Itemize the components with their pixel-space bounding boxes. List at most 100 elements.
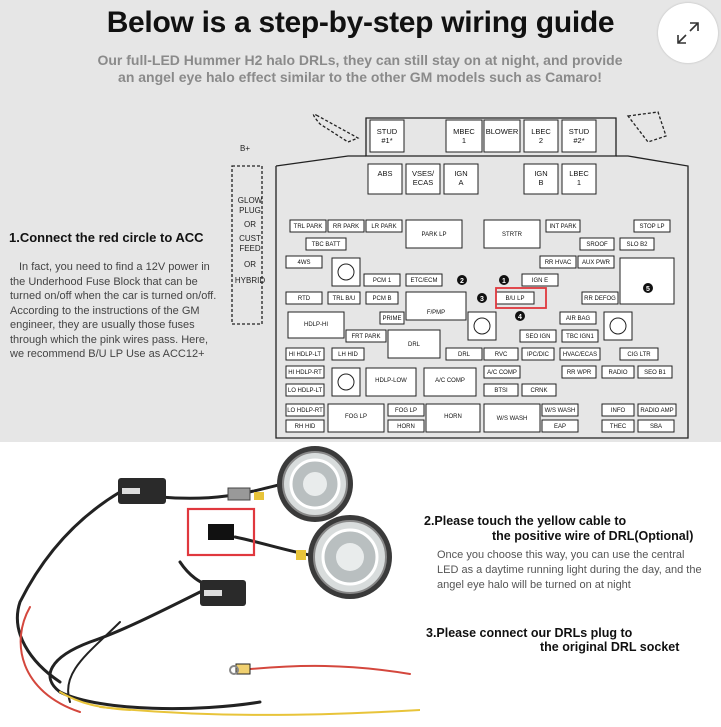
step1-title: 1.Connect the red circle to ACC xyxy=(9,230,204,245)
svg-text:AIR BAG: AIR BAG xyxy=(566,316,591,322)
svg-text:RR DEFOG: RR DEFOG xyxy=(584,296,616,302)
svg-text:DRL: DRL xyxy=(408,342,421,348)
svg-text:SLO B2: SLO B2 xyxy=(626,242,648,248)
svg-text:ETC/ECM: ETC/ECM xyxy=(411,278,438,284)
svg-text:TBC IGN1: TBC IGN1 xyxy=(566,334,594,340)
svg-text:FOG LP: FOG LP xyxy=(345,414,367,420)
svg-text:PARK LP: PARK LP xyxy=(422,232,447,238)
svg-text:THEC: THEC xyxy=(610,424,627,430)
svg-text:SROOF: SROOF xyxy=(586,242,608,248)
svg-text:4: 4 xyxy=(518,314,522,321)
svg-text:RR PARK: RR PARK xyxy=(333,224,359,230)
svg-text:W/S WASH: W/S WASH xyxy=(545,408,576,414)
svg-text:STUD: STUD xyxy=(377,127,398,136)
svg-text:1: 1 xyxy=(462,136,466,145)
side-label-or-1: OR xyxy=(244,220,256,229)
side-label-cust-feed: CUST FEED xyxy=(239,234,261,253)
svg-text:LH HID: LH HID xyxy=(338,352,358,358)
svg-text:BTSI: BTSI xyxy=(494,388,508,394)
step2-body: Once you choose this way, you can use th… xyxy=(437,549,702,591)
svg-text:STOP LP: STOP LP xyxy=(639,224,664,230)
relay-badges: 2 1 3 4 5 xyxy=(457,275,653,321)
svg-text:TRL PARK: TRL PARK xyxy=(294,224,323,230)
svg-text:INT PARK: INT PARK xyxy=(549,224,576,230)
step2-title-line1: 2.Please touch the yellow cable to xyxy=(424,514,627,528)
page-title: Below is a step-by-step wiring guide xyxy=(106,6,615,39)
svg-text:RADIO: RADIO xyxy=(608,370,627,376)
svg-text:AUX PWR: AUX PWR xyxy=(582,260,611,266)
side-label-glow-plug: GLOW PLUG xyxy=(237,196,263,215)
svg-text:B/U LP: B/U LP xyxy=(505,296,524,302)
svg-text:SEO B1: SEO B1 xyxy=(644,370,666,376)
svg-text:DRL: DRL xyxy=(458,352,471,358)
fuse-right-column: PARK LP STRTR INT PARK STOP LP SROOF SLO… xyxy=(405,219,677,433)
svg-text:IGN: IGN xyxy=(454,169,467,178)
svg-text:IGN E: IGN E xyxy=(532,278,548,284)
control-box-1 xyxy=(118,478,166,504)
svg-text:LBEC: LBEC xyxy=(569,169,589,178)
svg-text:LBEC: LBEC xyxy=(531,127,551,136)
svg-text:RVC: RVC xyxy=(495,352,508,358)
control-box-2 xyxy=(200,580,246,606)
product-photo xyxy=(15,446,420,716)
svg-text:#1*: #1* xyxy=(381,136,392,145)
svg-text:A/C COMP: A/C COMP xyxy=(435,378,465,384)
svg-text:FRT PARK: FRT PARK xyxy=(351,334,380,340)
svg-text:HI HDLP-LT: HI HDLP-LT xyxy=(289,352,322,358)
svg-text:HVAC/ECAS: HVAC/ECAS xyxy=(563,352,597,358)
step2-title-line2: the positive wire of DRL(Optional) xyxy=(492,529,694,543)
step3-title-line2: the original DRL socket xyxy=(540,640,680,654)
side-label-bplus: B+ xyxy=(240,144,251,153)
svg-text:VSES/: VSES/ xyxy=(412,169,435,178)
svg-text:4WS: 4WS xyxy=(297,260,310,266)
svg-text:RR WPR: RR WPR xyxy=(567,370,592,376)
svg-text:HI HDLP-RT: HI HDLP-RT xyxy=(288,370,322,376)
svg-text:ECAS: ECAS xyxy=(413,178,433,187)
svg-text:FOG LP: FOG LP xyxy=(395,408,417,414)
svg-text:STUD: STUD xyxy=(569,127,590,136)
step1-body: In fact, you need to find a 12V power in… xyxy=(10,261,217,360)
step3-title-line1: 3.Please connect our DRLs plug to xyxy=(426,626,633,640)
svg-text:CRNK: CRNK xyxy=(530,388,547,394)
fuse-left-column: TRL PARK RR PARK LR PARK TBC BATT 4WS PC… xyxy=(285,219,483,433)
svg-text:TRL B/U: TRL B/U xyxy=(333,296,356,302)
svg-text:PCM B: PCM B xyxy=(372,296,391,302)
svg-text:HORN: HORN xyxy=(397,424,415,430)
side-label-hybrid: HYBRID xyxy=(234,276,266,285)
svg-text:RTD: RTD xyxy=(298,296,311,302)
svg-text:RH HID: RH HID xyxy=(295,424,316,430)
svg-text:RADIO AMP: RADIO AMP xyxy=(640,408,673,414)
svg-text:HDLP-HI: HDLP-HI xyxy=(304,322,328,328)
highlight-bu-lp xyxy=(495,287,547,309)
svg-text:1: 1 xyxy=(577,178,581,187)
fog-lamp-2 xyxy=(308,515,392,599)
highlight-connector xyxy=(186,507,256,557)
svg-text:HORN: HORN xyxy=(444,414,462,420)
svg-text:TBC BATT: TBC BATT xyxy=(312,242,341,248)
svg-text:2: 2 xyxy=(460,278,464,285)
svg-text:B: B xyxy=(538,178,543,187)
svg-text:SEO IGN: SEO IGN xyxy=(525,334,550,340)
svg-text:MBEC: MBEC xyxy=(453,127,475,136)
expand-button[interactable] xyxy=(658,3,718,63)
svg-text:PCM 1: PCM 1 xyxy=(373,278,392,284)
subtitle-line-1: Our full-LED Hummer H2 halo DRLs, they c… xyxy=(97,52,623,68)
svg-text:LR PARK: LR PARK xyxy=(371,224,396,230)
svg-text:ABS: ABS xyxy=(377,169,392,178)
svg-text:IGN: IGN xyxy=(534,169,547,178)
svg-text:PRIME: PRIME xyxy=(382,316,401,322)
svg-text:1: 1 xyxy=(502,278,506,285)
svg-text:CIG LTR: CIG LTR xyxy=(627,352,651,358)
svg-text:A/C COMP: A/C COMP xyxy=(487,370,517,376)
svg-text:#2*: #2* xyxy=(573,136,584,145)
svg-text:SBA: SBA xyxy=(650,424,662,430)
svg-text:STRTR: STRTR xyxy=(502,232,523,238)
svg-text:HDLP-LOW: HDLP-LOW xyxy=(375,378,407,384)
svg-text:INFO: INFO xyxy=(611,408,626,414)
svg-text:2: 2 xyxy=(539,136,543,145)
svg-text:A: A xyxy=(458,178,463,187)
expand-icon xyxy=(677,22,699,44)
